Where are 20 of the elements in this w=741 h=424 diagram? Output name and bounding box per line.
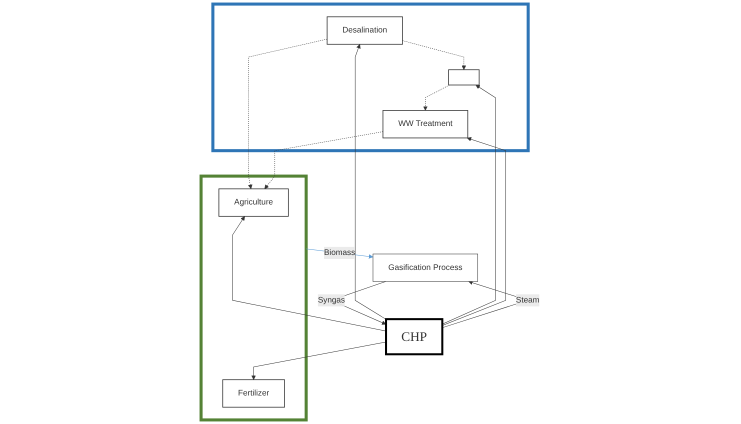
arrow	[355, 44, 386, 320]
arrow	[248, 38, 328, 190]
node-box: Agriculture	[218, 188, 289, 217]
arrow	[423, 84, 450, 111]
arrow	[402, 40, 466, 70]
edge-label: Steam	[516, 296, 540, 304]
node-box: Fertilizer	[222, 379, 286, 408]
node-box: Desalination	[326, 16, 404, 45]
cluster	[212, 2, 530, 152]
edge-label: Biomass	[324, 248, 356, 258]
node-box	[448, 69, 480, 86]
node-box: Gasification Process	[372, 254, 478, 282]
node-box: WW Treatment	[382, 110, 468, 138]
arrow	[264, 131, 384, 190]
arrow	[252, 342, 386, 380]
arrow	[442, 137, 506, 326]
cluster	[200, 174, 308, 422]
edge-label: Syngas	[318, 296, 346, 304]
arrow	[442, 84, 496, 324]
node-box: CHP	[385, 318, 444, 356]
